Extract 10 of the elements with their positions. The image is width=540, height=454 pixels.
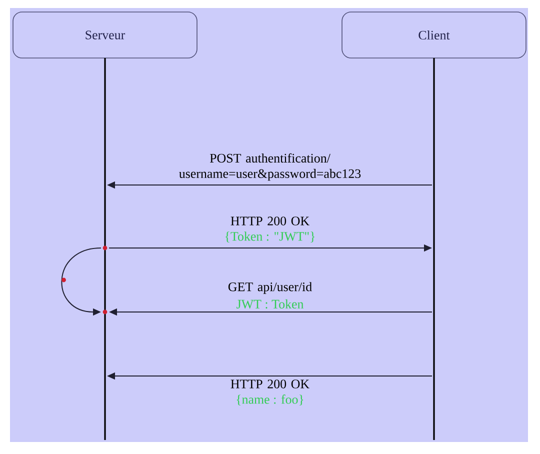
edge-label: GET api/user/id xyxy=(228,282,312,294)
payload-text: JWT : Token xyxy=(236,299,304,309)
participant-box: Client xyxy=(342,12,526,58)
participant-box: Serveur xyxy=(12,12,198,58)
payload-text: {name : foo} xyxy=(236,394,304,406)
edge-label: HTTP 200 OK xyxy=(230,216,310,226)
edge-label: POST authentification/ username=user&password=abc123 xyxy=(179,153,361,181)
payload-text: {Token : "JWT"} xyxy=(225,232,315,242)
lifeline xyxy=(433,58,435,440)
edge-label: HTTP 200 OK xyxy=(230,380,310,388)
